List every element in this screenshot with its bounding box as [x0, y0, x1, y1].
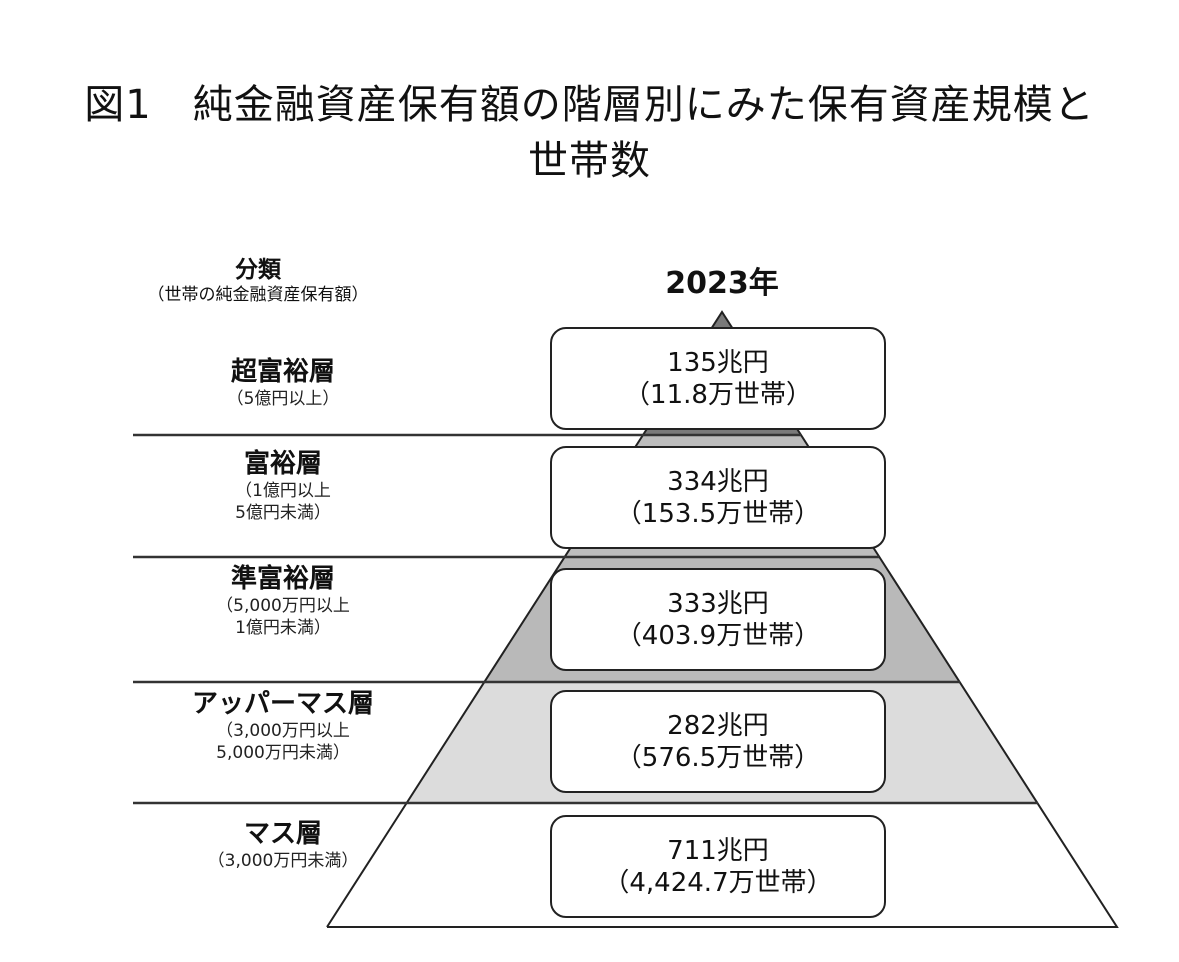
tier-range: 1億円未満） [235, 618, 331, 638]
tier-label-mass: マス層 （3,000万円未満） [133, 818, 433, 872]
household-count: （153.5万世帯） [615, 498, 821, 529]
asset-amount: 282兆円 [667, 710, 769, 741]
pyramid-outline [326, 310, 1119, 928]
tier-range: （5,000万円以上 [216, 596, 350, 616]
tier-name: アッパーマス層 [191, 689, 374, 719]
value-box-semi-wealthy: 333兆円 （403.9万世帯） [550, 568, 886, 671]
household-count: （576.5万世帯） [615, 742, 821, 773]
tier-name: 富裕層 [243, 449, 322, 479]
tier-name: 超富裕層 [230, 357, 335, 387]
household-count: （4,424.7万世帯） [603, 867, 833, 898]
tier-label-semi-wealthy: 準富裕層 （5,000万円以上 1億円未満） [133, 563, 433, 639]
tier-range: 5億円未満） [235, 503, 331, 523]
asset-amount: 334兆円 [667, 466, 769, 497]
classification-label: 分類 [235, 257, 281, 283]
value-box-wealthy: 334兆円 （153.5万世帯） [550, 446, 886, 549]
asset-amount: 333兆円 [667, 588, 769, 619]
tier-label-upper-mass: アッパーマス層 （3,000万円以上 5,000万円未満） [133, 688, 433, 764]
value-box-upper-mass: 282兆円 （576.5万世帯） [550, 690, 886, 793]
tier-range: （5億円以上） [226, 389, 340, 409]
asset-amount: 135兆円 [667, 347, 769, 378]
classification-sublabel: （世帯の純金融資産保有額） [147, 285, 369, 305]
value-box-super-wealthy: 135兆円 （11.8万世帯） [550, 327, 886, 430]
household-count: （403.9万世帯） [615, 620, 821, 651]
classification-header: 分類 （世帯の純金融資産保有額） [88, 256, 428, 306]
tier-name: 準富裕層 [230, 564, 335, 594]
tier-range: （1億円以上 [235, 481, 331, 501]
tier-label-wealthy: 富裕層 （1億円以上 5億円未満） [133, 448, 433, 524]
tier-name: マス層 [243, 819, 322, 849]
tier-range: （3,000万円以上 [216, 721, 350, 741]
tier-range: （3,000万円未満） [207, 851, 359, 871]
figure-title-line1: 図1 純金融資産保有額の階層別にみた保有資産規模と [84, 82, 1095, 128]
asset-amount: 711兆円 [667, 835, 769, 866]
value-box-mass: 711兆円 （4,424.7万世帯） [550, 815, 886, 918]
figure-title-line2: 世帯数 [528, 138, 651, 184]
tier-range: 5,000万円未満） [216, 743, 350, 763]
year-label: 2023年 [665, 266, 779, 301]
household-count: （11.8万世帯） [624, 379, 812, 410]
tier-label-super-wealthy: 超富裕層 （5億円以上） [133, 356, 433, 410]
